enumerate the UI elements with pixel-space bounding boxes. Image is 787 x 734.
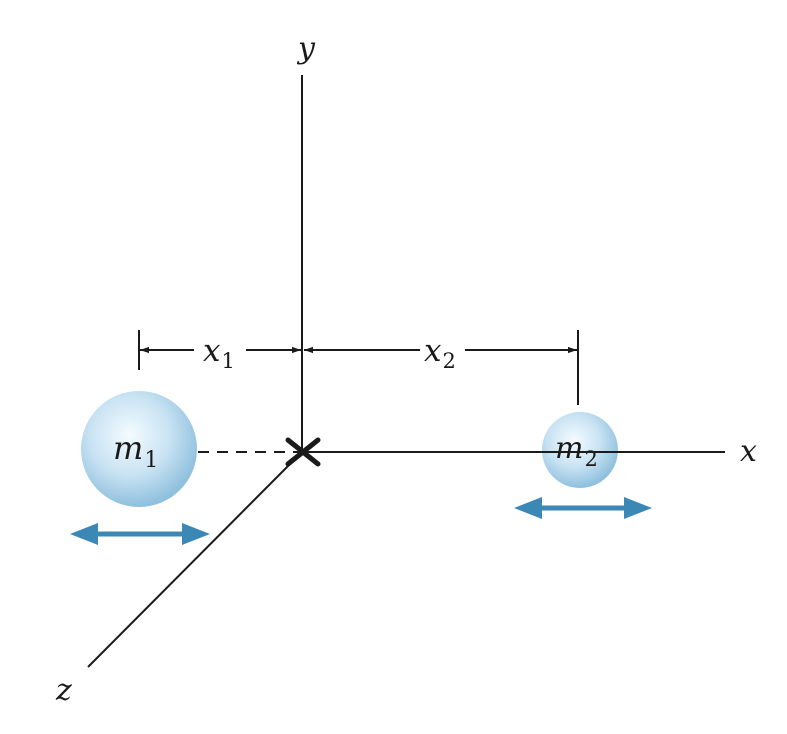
mass-m1-label: m1 xyxy=(113,429,158,473)
mass-m1-sphere xyxy=(81,391,197,507)
m2-oscillation-double-arrow xyxy=(514,497,652,519)
m1-oscillation-double-arrow xyxy=(70,523,210,545)
z-axis-label: z xyxy=(55,673,72,708)
x1-label: x1 xyxy=(203,333,235,373)
mass-m2-label: m2 xyxy=(555,431,598,471)
x2-label: x2 xyxy=(424,333,456,373)
mass-m2-sphere xyxy=(542,412,618,488)
x-axis-label: x xyxy=(740,434,757,469)
z-axis xyxy=(87,451,303,668)
origin-pivot-mark xyxy=(285,437,321,467)
y-axis-label: y xyxy=(296,31,316,66)
